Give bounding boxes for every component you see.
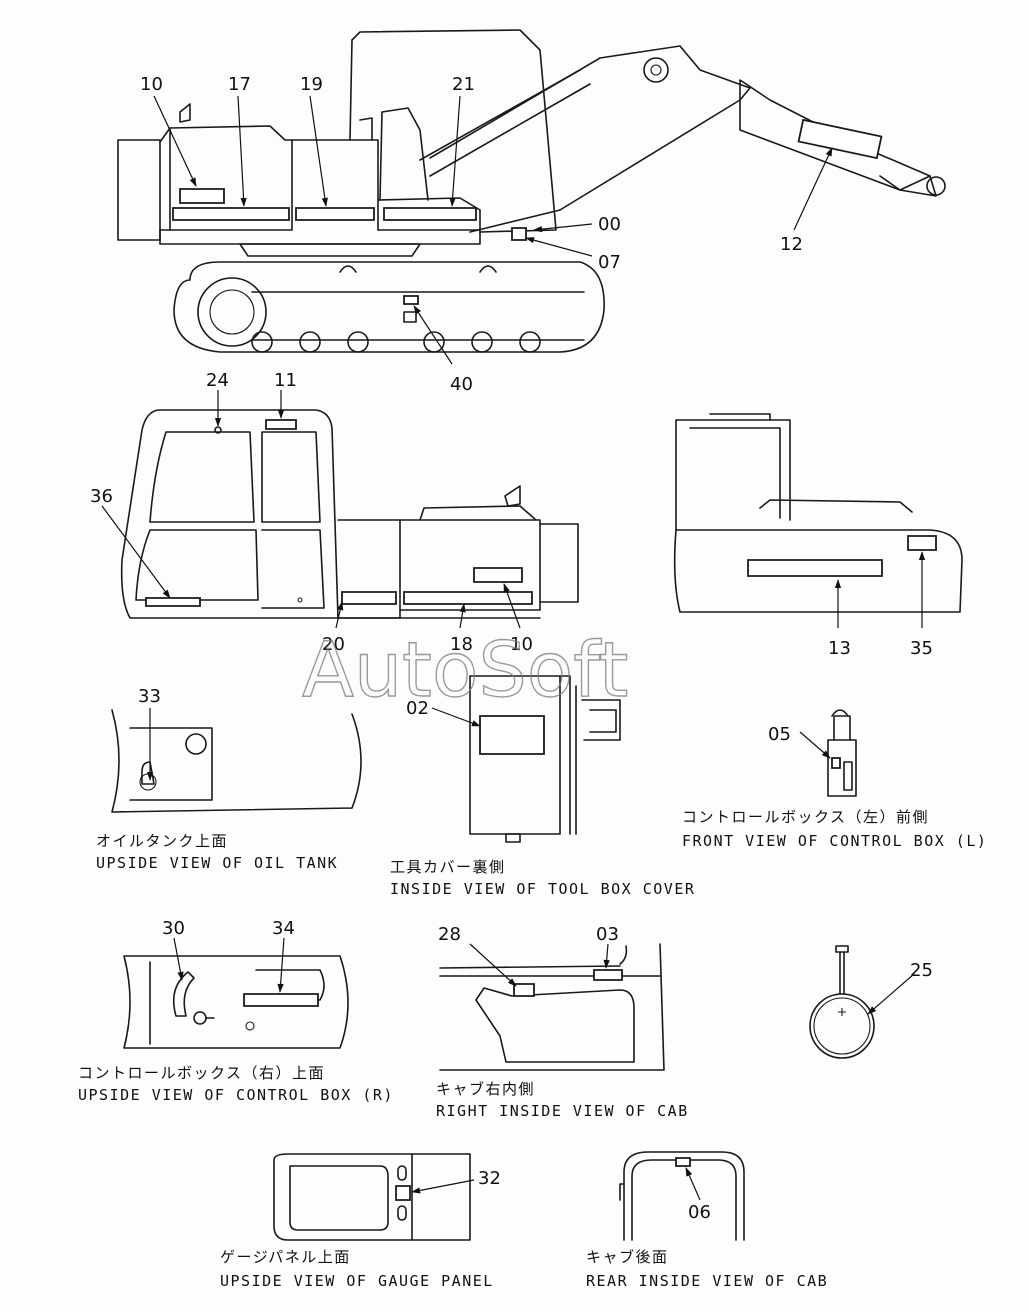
label-13: 13 (828, 638, 851, 659)
label-00: 00 (598, 214, 621, 235)
label-07: 07 (598, 252, 621, 273)
label-34: 34 (272, 918, 295, 939)
label-19: 19 (300, 74, 323, 95)
caption-ctrl-r-jp: コントロールボックス（右）上面 (78, 1064, 325, 1082)
cab-rear-view (620, 1152, 744, 1240)
label-05: 05 (768, 724, 791, 745)
caption-ctrl-l-en: FRONT VIEW OF CONTROL BOX (L) (682, 832, 987, 850)
label-30: 30 (162, 918, 185, 939)
label-40: 40 (450, 374, 473, 395)
leaders-cab-rear (686, 1167, 700, 1200)
caption-tool-box-jp: 工具カバー裏側 (390, 858, 506, 876)
tool-box-cover-view (470, 676, 620, 842)
part-number-labels: 10 17 19 21 00 07 12 40 24 11 36 20 18 1… (90, 74, 933, 1223)
leaders-rear (834, 551, 926, 628)
view-captions: オイルタンク上面 UPSIDE VIEW OF OIL TANK 工具カバー裏側… (78, 808, 987, 1290)
caption-gauge-jp: ゲージパネル上面 (220, 1248, 351, 1266)
leaders-gauge (411, 1180, 474, 1194)
control-box-left-view (828, 710, 856, 796)
label-11: 11 (274, 370, 297, 391)
label-28: 28 (438, 924, 461, 945)
label-36: 36 (90, 486, 113, 507)
gauge-panel-view (274, 1154, 470, 1240)
caption-oil-tank-en: UPSIDE VIEW OF OIL TANK (96, 854, 338, 872)
label-24: 24 (206, 370, 229, 391)
label-33: 33 (138, 686, 161, 707)
watermark: AutoSoft (302, 625, 628, 714)
leaders-top (154, 96, 832, 364)
leaders-cab-right (470, 944, 610, 987)
cab-side-view (122, 410, 578, 618)
label-12: 12 (780, 234, 803, 255)
label-32: 32 (478, 1168, 501, 1189)
caption-cab-rear-en: REAR INSIDE VIEW OF CAB (586, 1272, 828, 1290)
excavator-side-view (118, 30, 945, 352)
leaders-ctrl-r (174, 938, 284, 993)
label-06: 06 (688, 1202, 711, 1223)
caption-tool-box-en: INSIDE VIEW OF TOOL BOX COVER (390, 880, 695, 898)
label-17: 17 (228, 74, 251, 95)
label-10: 10 (140, 74, 163, 95)
label-25: 25 (910, 960, 933, 981)
caption-cab-right-jp: キャブ右内側 (436, 1080, 535, 1098)
label-10-tool: 10 (510, 634, 533, 655)
cab-right-inside-view (440, 944, 664, 1070)
leaders-ctrl-l (800, 732, 831, 759)
label-35: 35 (910, 638, 933, 659)
caption-cab-right-en: RIGHT INSIDE VIEW OF CAB (436, 1102, 689, 1120)
label-02: 02 (406, 698, 429, 719)
control-box-right-view (124, 956, 348, 1048)
oil-tank-view (112, 710, 361, 812)
leaders-25 (867, 974, 914, 1015)
label-20: 20 (322, 634, 345, 655)
label-21: 21 (452, 74, 475, 95)
caption-oil-tank-jp: オイルタンク上面 (96, 832, 228, 850)
caption-ctrl-l-jp: コントロールボックス（左）前側 (682, 808, 929, 826)
part-25-view (810, 946, 874, 1058)
label-03: 03 (596, 924, 619, 945)
caption-gauge-en: UPSIDE VIEW OF GAUGE PANEL (220, 1272, 494, 1290)
leaders-toolbox (432, 708, 481, 726)
label-18: 18 (450, 634, 473, 655)
rear-view (675, 414, 962, 612)
caption-ctrl-r-en: UPSIDE VIEW OF CONTROL BOX (R) (78, 1086, 394, 1104)
leaders-cab (102, 390, 520, 628)
caption-cab-rear-jp: キャブ後面 (586, 1248, 669, 1266)
